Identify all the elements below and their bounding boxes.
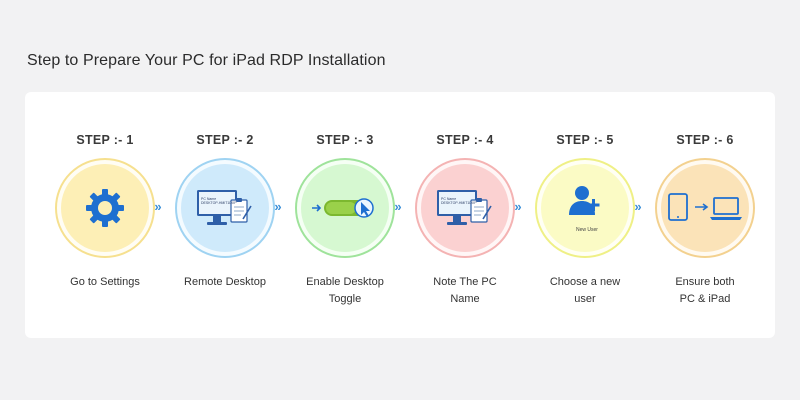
tablet-to-laptop-icon xyxy=(668,193,742,221)
double-chevron-right-icon: » xyxy=(274,199,282,214)
double-chevron-right-icon: » xyxy=(394,199,402,214)
step-circle: PC Name DESKTOP-HMIT1DXP xyxy=(415,158,515,258)
step-circle: New User xyxy=(535,158,635,258)
step-2: STEP :- 2 PC Name DESKTOP-HMIT1 xyxy=(165,92,285,338)
toggle-icon xyxy=(312,198,374,218)
step-description: Remote Desktop xyxy=(184,276,266,288)
gear-icon xyxy=(86,189,124,227)
step-label: STEP :- 1 xyxy=(76,133,134,147)
step-label: STEP :- 2 xyxy=(196,133,254,147)
step-description: Choose a new user xyxy=(549,276,621,305)
pc-name-caption: PC Name xyxy=(201,197,217,201)
step-circle xyxy=(55,158,155,258)
step-description: Ensure both PC & iPad xyxy=(675,276,735,305)
pc-name-value: DESKTOP-HMIT1DXP xyxy=(201,201,237,205)
step-label: STEP :- 3 xyxy=(316,133,374,147)
step-circle xyxy=(655,158,755,258)
step-circle xyxy=(295,158,395,258)
pc-name-value: DESKTOP-HMIT1DXP xyxy=(441,201,477,205)
step-description: Note The PC Name xyxy=(433,276,497,305)
double-chevron-right-icon: » xyxy=(634,199,642,214)
step-description: Enable Desktop Toggle xyxy=(306,276,384,305)
pc-name-caption: PC Name xyxy=(441,197,457,201)
step-circle: PC Name DESKTOP-HMIT1DXP xyxy=(175,158,275,258)
step-3: STEP :- 3 Enable Desktop Toggle xyxy=(285,92,405,338)
step-description: Go to Settings xyxy=(70,276,140,288)
step-1: STEP :- 1 xyxy=(45,92,165,338)
steps-card: STEP :- 1 xyxy=(25,92,775,338)
step-5: STEP :- 5 New User Choose a new user xyxy=(525,92,645,338)
add-user-icon xyxy=(569,186,600,215)
monitor-icon xyxy=(197,190,252,225)
step-label: STEP :- 4 xyxy=(436,133,494,147)
double-chevron-right-icon: » xyxy=(154,199,162,214)
step-6: STEP :- 6 Ensure both PC & iPad xyxy=(645,92,765,338)
step-4: STEP :- 4 PC Name DESKTOP-HMIT1 xyxy=(405,92,525,338)
new-user-caption: New User xyxy=(576,227,598,233)
monitor-icon xyxy=(437,190,492,225)
page-title: Step to Prepare Your PC for iPad RDP Ins… xyxy=(27,52,386,69)
step-label: STEP :- 6 xyxy=(676,133,734,147)
step-label: STEP :- 5 xyxy=(556,133,614,147)
double-chevron-right-icon: » xyxy=(514,199,522,214)
